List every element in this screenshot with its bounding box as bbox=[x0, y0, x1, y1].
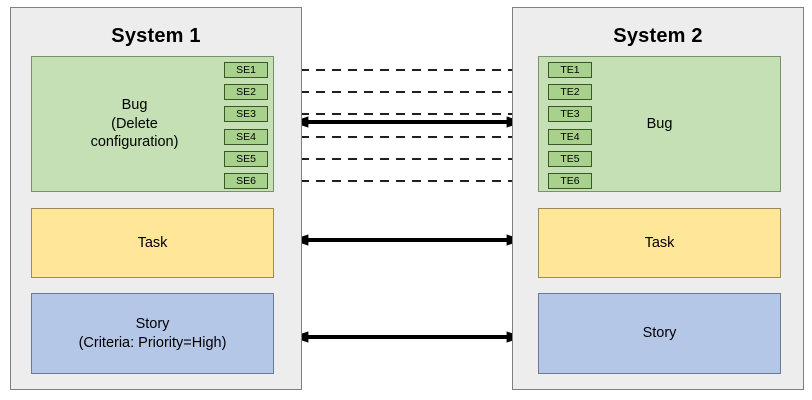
dashed-connector-group bbox=[268, 66, 542, 185]
system-1-story-label: Story (Criteria: Priority=High) bbox=[78, 315, 227, 351]
endpoint-chip-te5[interactable]: TE5 bbox=[548, 151, 592, 167]
system-2-bug-label: Bug bbox=[646, 115, 673, 132]
endpoint-chip-se4[interactable]: SE4 bbox=[224, 129, 268, 145]
system-2-bug-box[interactable]: Bug bbox=[538, 56, 781, 192]
endpoint-chip-se2[interactable]: SE2 bbox=[224, 84, 268, 100]
endpoint-chip-te2-label: TE2 bbox=[560, 86, 580, 98]
system-2-story-box[interactable]: Story bbox=[538, 293, 781, 374]
endpoint-chip-te4[interactable]: TE4 bbox=[548, 129, 592, 145]
system-2-story-label: Story bbox=[642, 325, 677, 342]
endpoint-chip-se3[interactable]: SE3 bbox=[224, 106, 268, 122]
endpoint-chip-te5-label: TE5 bbox=[560, 153, 580, 165]
endpoint-chip-te4-label: TE4 bbox=[560, 131, 580, 143]
system-1-task-label: Task bbox=[137, 234, 168, 251]
endpoint-chip-se2-label: SE2 bbox=[236, 86, 256, 98]
system-1-task-box[interactable]: Task bbox=[31, 208, 274, 278]
system-1-title: System 1 bbox=[111, 25, 201, 47]
endpoint-chip-te6-label: TE6 bbox=[560, 175, 580, 187]
system-1-story-box[interactable]: Story (Criteria: Priority=High) bbox=[31, 293, 274, 374]
system-2-task-label: Task bbox=[644, 234, 675, 251]
system-2-title: System 2 bbox=[613, 25, 703, 47]
endpoint-chip-se6[interactable]: SE6 bbox=[224, 173, 268, 189]
endpoint-chip-se3-label: SE3 bbox=[236, 108, 256, 120]
endpoint-chip-te3[interactable]: TE3 bbox=[548, 106, 592, 122]
endpoint-chip-te2[interactable]: TE2 bbox=[548, 84, 592, 100]
endpoint-chip-se6-label: SE6 bbox=[236, 175, 256, 187]
endpoint-chip-se5-label: SE5 bbox=[236, 153, 256, 165]
endpoint-chip-te1-label: TE1 bbox=[560, 64, 580, 76]
endpoint-chip-te3-label: TE3 bbox=[560, 108, 580, 120]
system-2-task-box[interactable]: Task bbox=[538, 208, 781, 278]
endpoint-chip-te1[interactable]: TE1 bbox=[548, 62, 592, 78]
endpoint-chip-se1[interactable]: SE1 bbox=[224, 62, 268, 78]
system-1-bug-label: Bug (Delete configuration) bbox=[90, 96, 179, 151]
endpoint-chip-se4-label: SE4 bbox=[236, 131, 256, 143]
solid-connector-group bbox=[291, 116, 524, 343]
endpoint-chip-se5[interactable]: SE5 bbox=[224, 151, 268, 167]
endpoint-chip-te6[interactable]: TE6 bbox=[548, 173, 592, 189]
endpoint-chip-se1-label: SE1 bbox=[236, 64, 256, 76]
